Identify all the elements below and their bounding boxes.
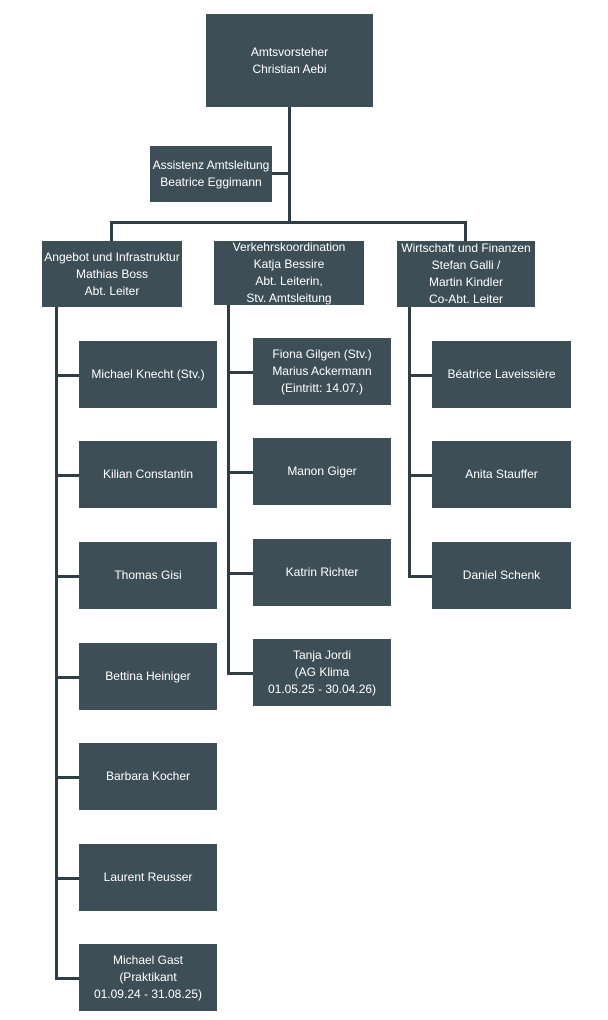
member-box: Thomas Gisi (79, 542, 217, 609)
member-line: Manon Giger (287, 464, 357, 478)
connector-root-trunk (288, 107, 291, 223)
connector-tick (227, 471, 253, 474)
connector-tick (227, 672, 253, 675)
member-box: Bettina Heiniger (79, 643, 217, 710)
dept-line: Stefan Galli / (431, 258, 501, 272)
member-line: 01.05.25 - 30.04.26) (267, 682, 377, 696)
member-line: Katrin Richter (285, 565, 359, 579)
dept-line: Mathias Boss (75, 266, 149, 281)
connector-tick (55, 474, 79, 477)
root-line-1: Amtsvorsteher (250, 44, 329, 59)
dept-line: Abt. Leiterin, (255, 274, 323, 288)
member-line: Tanja Jordi (292, 648, 352, 662)
connector-tick (227, 572, 253, 575)
member-line: (Praktikant (119, 970, 177, 984)
member-line: Laurent Reusser (103, 870, 193, 884)
member-box: Katrin Richter (253, 539, 391, 606)
connector-assistant (272, 172, 289, 175)
member-box: Michael Knecht (Stv.) (79, 341, 217, 408)
department-box-verkehr: Verkehrskoordination Katja Bessire Abt. … (214, 240, 364, 305)
member-box: Kilian Constantin (79, 441, 217, 508)
member-line: Béatrice Laveissière (447, 367, 556, 381)
member-line: Bettina Heiniger (105, 669, 191, 683)
amtsvorsteher-box: Amtsvorsteher Christian Aebi (206, 14, 373, 107)
member-line: Anita Stauffer (465, 467, 538, 481)
member-line: 01.09.24 - 31.08.25) (93, 987, 203, 1001)
connector-tick (55, 676, 79, 679)
dept-line: Abt. Leiter (84, 283, 140, 298)
connector-tick (408, 374, 432, 377)
connector-dept1-spine (55, 307, 58, 980)
connector-dept3-drop (464, 221, 467, 241)
member-box: Tanja Jordi (AG Klima 01.05.25 - 30.04.2… (253, 639, 391, 706)
member-line: Fiona Gilgen (Stv.) (272, 347, 372, 361)
connector-tick (55, 977, 79, 980)
member-line: Kilian Constantin (102, 467, 194, 481)
dept-line: Wirtschaft und Finanzen (401, 241, 531, 255)
dept-line: Katja Bessire (253, 257, 325, 271)
member-line: Michael Gast (112, 953, 184, 967)
member-box: Barbara Kocher (79, 743, 217, 810)
connector-tick (408, 474, 432, 477)
member-box: Béatrice Laveissière (432, 341, 571, 408)
connector-dept3-spine (408, 307, 411, 577)
dept-line: Angebot und Infrastruktur (44, 249, 180, 264)
dept-line: Verkehrskoordination (232, 240, 346, 254)
dept-line: Stv. Amtsleitung (246, 291, 332, 305)
member-line: (Eintritt: 14.07.) (280, 381, 364, 395)
connector-tick (408, 575, 432, 578)
member-line: Michael Knecht (Stv.) (91, 367, 205, 381)
member-box: Fiona Gilgen (Stv.) Marius Ackermann (Ei… (253, 338, 391, 405)
member-box: Daniel Schenk (432, 542, 571, 609)
member-line: Thomas Gisi (114, 568, 182, 582)
connector-tick (55, 877, 79, 880)
dept-line: Co-Abt. Leiter (428, 292, 504, 306)
root-line-2: Christian Aebi (252, 61, 327, 76)
connector-tick (55, 776, 79, 779)
member-box: Anita Stauffer (432, 441, 571, 508)
assistant-line-1: Assistenz Amtsleitung (152, 158, 270, 172)
connector-tick (55, 575, 79, 578)
member-box: Michael Gast (Praktikant 01.09.24 - 31.0… (79, 944, 217, 1011)
member-line: (AG Klima (294, 665, 350, 679)
connector-tick (227, 371, 253, 374)
connector-tick (55, 374, 79, 377)
member-line: Daniel Schenk (462, 568, 541, 582)
member-box: Manon Giger (253, 438, 391, 505)
assistenz-box: Assistenz Amtsleitung Beatrice Eggimann (150, 146, 272, 202)
connector-dept-bar (110, 221, 467, 224)
dept-line: Martin Kindler (428, 275, 504, 289)
member-box: Laurent Reusser (79, 844, 217, 911)
connector-dept1-drop (110, 221, 113, 241)
department-box-wirtschaft: Wirtschaft und Finanzen Stefan Galli / M… (397, 241, 535, 307)
member-line: Marius Ackermann (272, 364, 372, 378)
assistant-line-2: Beatrice Eggimann (160, 175, 262, 189)
member-line: Barbara Kocher (105, 769, 191, 783)
connector-dept2-spine (227, 305, 230, 674)
department-box-angebot: Angebot und Infrastruktur Mathias Boss A… (42, 241, 182, 307)
